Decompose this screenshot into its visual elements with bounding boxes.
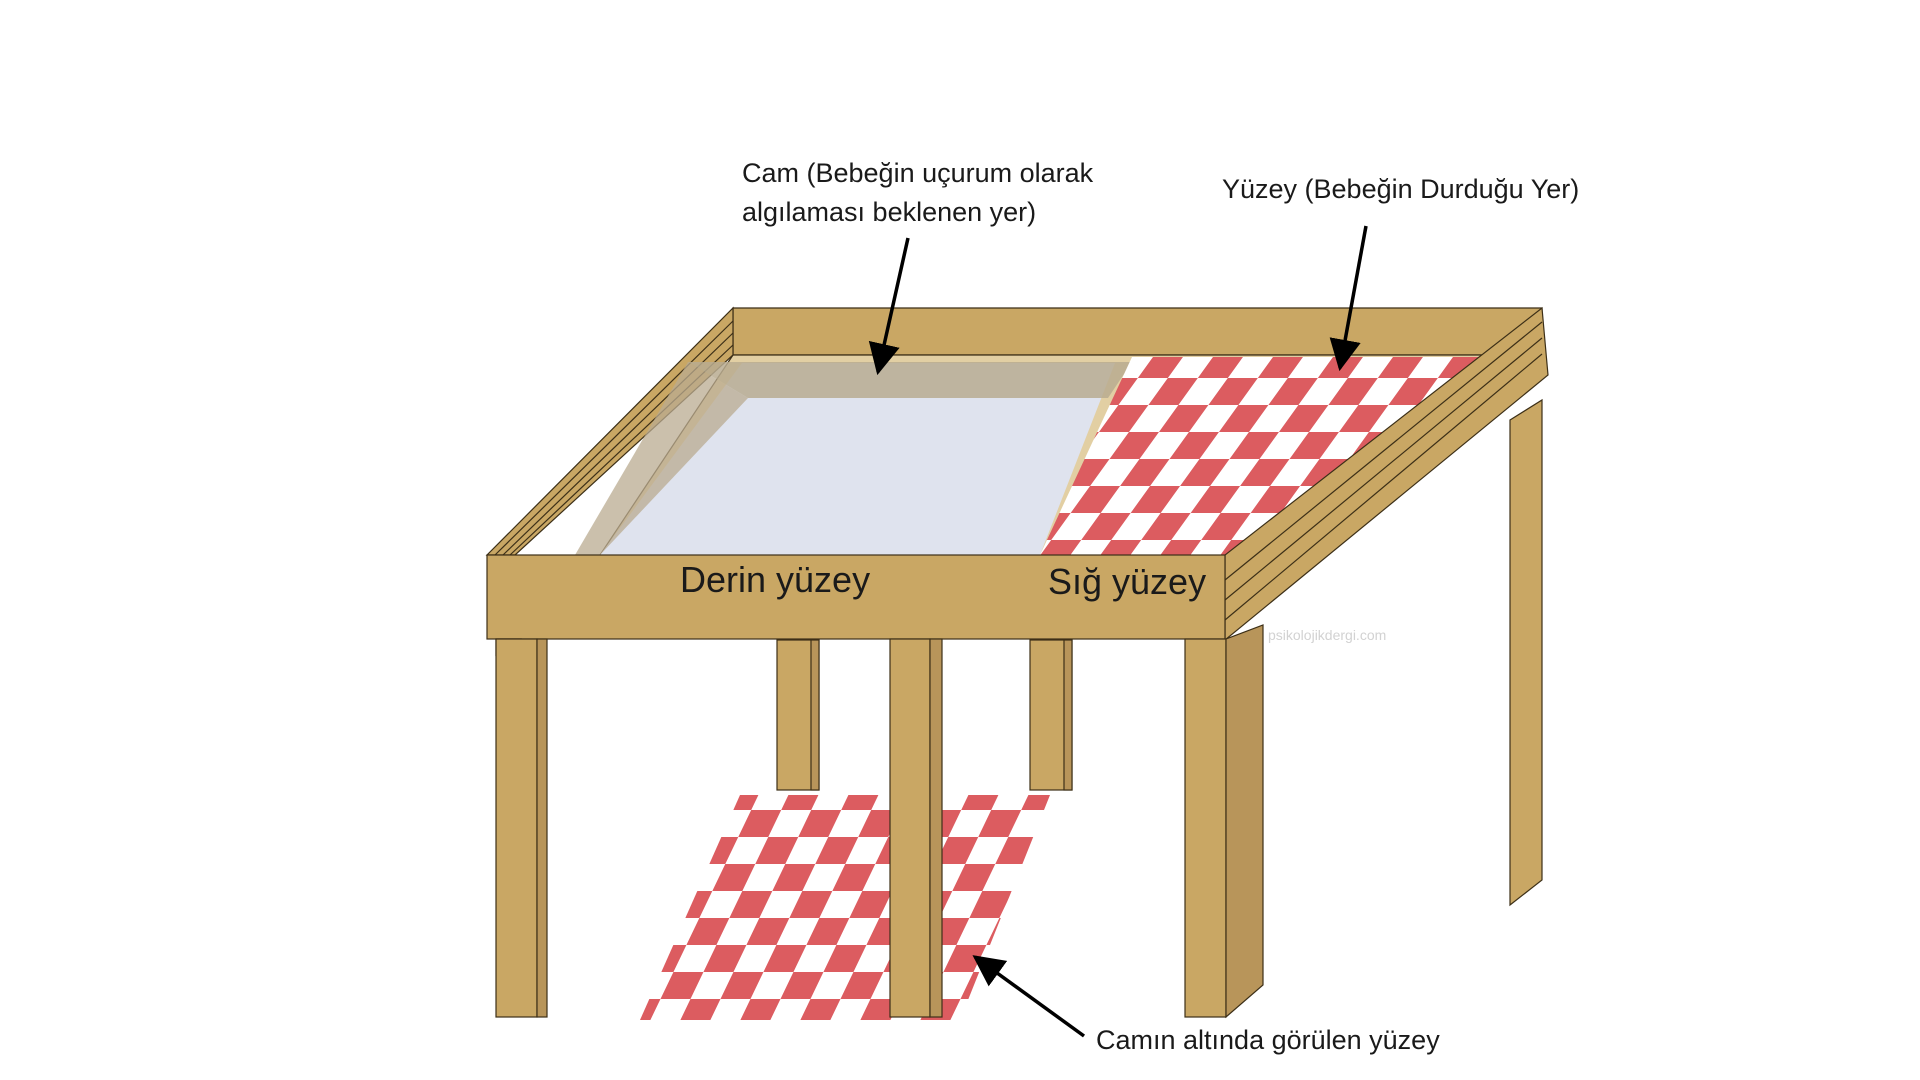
back-right-leg (1509, 398, 1543, 907)
below-surface-pointer-arrow (972, 955, 1086, 1038)
annotation-arrows (868, 225, 1368, 1038)
back-middle-leg (1029, 639, 1073, 791)
surface-label: Yüzey (Bebeğin Durduğu Yer) (1222, 174, 1580, 204)
floor-checker-surface (640, 795, 1050, 1020)
glass-pointer-arrow (868, 237, 910, 376)
front-right-leg (1184, 624, 1264, 1019)
below-glass-surface-label: Camın altında görülen yüzey (1096, 1025, 1440, 1055)
glass-label-line1: Cam (Bebeğin uçurum olarak (742, 158, 1094, 188)
surface-pointer-arrow (1329, 225, 1368, 372)
shallow-checker-surface (1040, 357, 1485, 555)
back-left-leg (776, 639, 820, 791)
table-top (485, 306, 1549, 657)
front-left-leg (495, 638, 548, 1018)
watermark: psikolojikdergi.com (1268, 627, 1387, 643)
shallow-surface-label: Sığ yüzey (1048, 561, 1207, 602)
front-middle-leg (889, 638, 943, 1018)
deep-surface-label: Derin yüzey (680, 559, 871, 600)
glass-label-line2: algılaması beklenen yer) (742, 197, 1037, 227)
